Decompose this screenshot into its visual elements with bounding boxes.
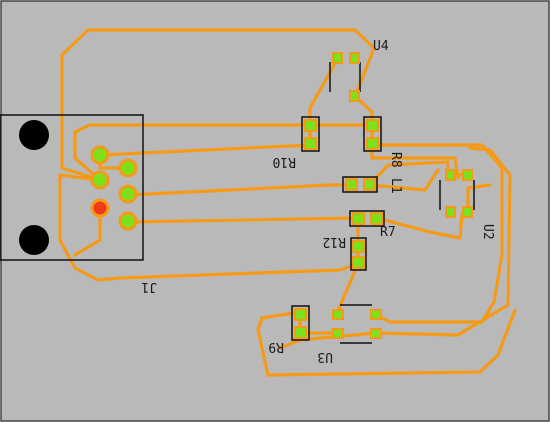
label-u2: U2	[480, 224, 495, 240]
label-u4: U4	[373, 39, 389, 54]
pad[interactable]	[462, 169, 473, 181]
pad[interactable]	[370, 328, 382, 339]
trace	[98, 143, 312, 157]
pad[interactable]	[332, 309, 344, 320]
trace	[368, 168, 440, 192]
pad-pin1[interactable]	[90, 198, 110, 218]
r10-outline	[301, 116, 320, 152]
trace	[126, 216, 360, 224]
pad[interactable]	[352, 212, 365, 225]
label-j1: J1	[141, 279, 157, 294]
trace	[354, 95, 374, 147]
pad[interactable]	[445, 169, 456, 181]
trace	[374, 300, 496, 324]
trace	[73, 123, 367, 182]
pad[interactable]	[118, 184, 138, 204]
pad[interactable]	[370, 212, 383, 225]
pad[interactable]	[118, 211, 138, 231]
pad[interactable]	[304, 137, 317, 150]
trace	[126, 183, 354, 197]
j1-outline	[0, 114, 144, 261]
pad[interactable]	[90, 145, 110, 165]
pads	[90, 52, 473, 339]
pad[interactable]	[90, 170, 110, 190]
u2-outline	[439, 180, 475, 210]
silkscreen	[0, 62, 475, 344]
label-r12: R12	[323, 234, 346, 249]
pad[interactable]	[332, 52, 343, 64]
label-r9: R9	[268, 339, 284, 354]
u3-outline	[340, 304, 372, 344]
pad[interactable]	[352, 256, 365, 269]
mounting-hole	[19, 120, 49, 150]
trace	[58, 173, 360, 282]
labels: U4 R10 R8 L1 R7 R12 J1 U2 U3 R9	[141, 39, 495, 364]
pad[interactable]	[462, 206, 473, 218]
label-r10: R10	[273, 154, 296, 169]
pad[interactable]	[294, 308, 307, 321]
pad[interactable]	[294, 326, 307, 339]
trace	[370, 143, 504, 304]
r12-outline	[350, 237, 367, 271]
label-r7: R7	[380, 225, 396, 240]
pad[interactable]	[345, 178, 358, 191]
pad[interactable]	[363, 178, 376, 191]
label-l1: L1	[388, 178, 403, 194]
u4-outline	[329, 62, 361, 92]
pad[interactable]	[366, 119, 379, 132]
r8-outline	[363, 116, 382, 152]
trace	[374, 146, 512, 337]
pad[interactable]	[349, 52, 360, 64]
label-u3: U3	[317, 349, 333, 364]
l1-outline	[342, 176, 378, 193]
pad[interactable]	[118, 158, 138, 178]
pad[interactable]	[445, 206, 456, 218]
trace	[256, 308, 517, 377]
trace	[73, 206, 102, 257]
pad[interactable]	[349, 90, 360, 102]
mounting-hole	[19, 225, 49, 255]
pad[interactable]	[370, 309, 382, 320]
r7-outline	[349, 210, 385, 227]
r9-outline	[291, 305, 310, 341]
pad[interactable]	[304, 119, 317, 132]
pad[interactable]	[332, 328, 344, 339]
trace	[60, 28, 376, 182]
trace	[375, 213, 464, 240]
trace	[466, 183, 492, 214]
label-r8: R8	[388, 152, 403, 168]
pad[interactable]	[366, 137, 379, 150]
pad[interactable]	[352, 240, 365, 253]
